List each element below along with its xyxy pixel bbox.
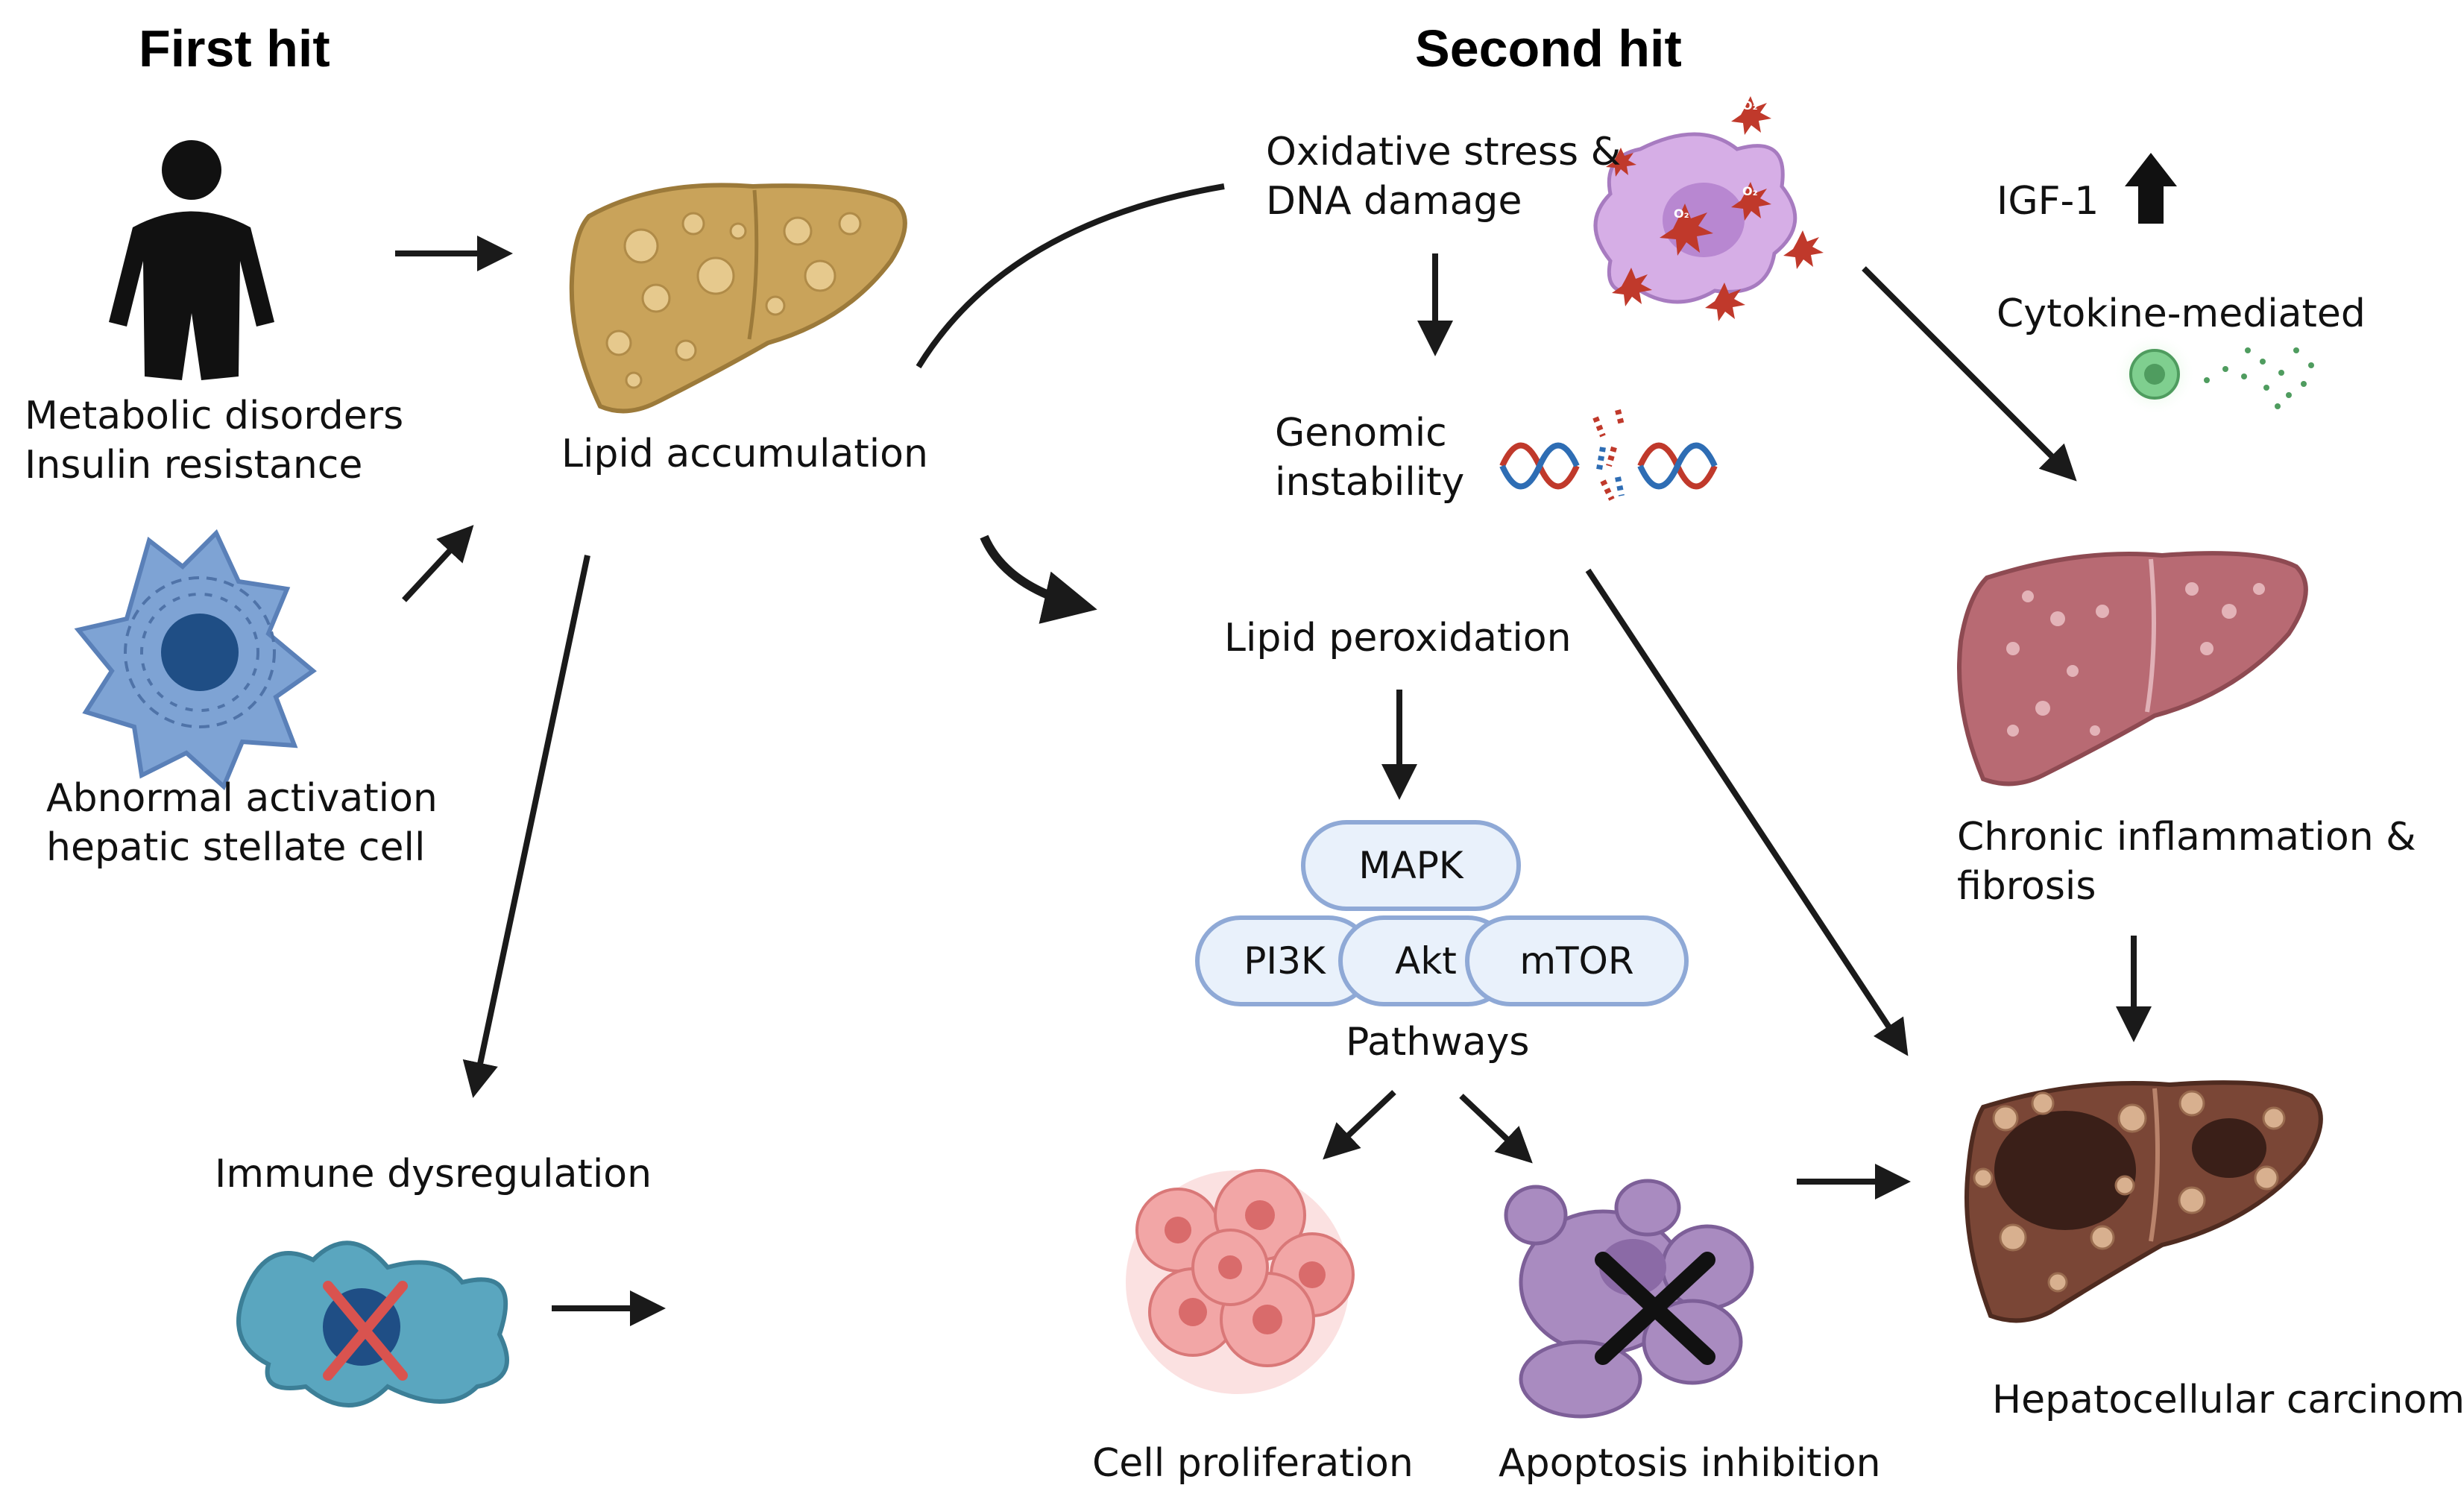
flow-arrows [395,236,2152,1326]
pathways-label: Pathways [1346,1020,1530,1065]
metabolic-label-line2: Insulin resistance [25,443,363,488]
ros-label-1: O₂ [1674,207,1689,221]
arc-lipid-to-oxidative [916,183,1225,369]
cell-proliferation-label: Cell proliferation [1092,1441,1414,1486]
ros-label-3: O₂ [1742,98,1758,113]
stellate-cell-icon [74,529,317,791]
oxidative-label-line2: DNA damage [1266,179,1522,224]
first-hit-heading: First hit [139,19,330,78]
pathway-node-mtor: mTOR [1465,915,1689,1006]
genomic-label-line1: Genomic [1275,411,1447,455]
ros-label-2: O₂ [1742,184,1758,198]
immune-dysregulation-label: Immune dysregulation [215,1152,652,1197]
second-hit-heading: Second hit [1415,19,1682,78]
cancer-liver-icon [1964,1080,2323,1323]
arrow-lipid-to-immune [462,555,590,1098]
lipid-peroxidation-label: Lipid peroxidation [1224,616,1572,661]
arrow-genomic-to-hcc [1585,568,1909,1056]
igf-label: IGF-1 [1997,179,2099,224]
chronic-label-line2: fibrosis [1957,864,2096,909]
dna-icon [1499,409,1718,501]
immune-cell-icon [236,1240,509,1407]
person-icon [109,140,274,380]
chronic-label-line1: Chronic inflammation & [1957,815,2416,860]
cytokine-label: Cytokine-mediated [1997,291,2366,336]
apoptotic-cell-icon [1504,1179,1754,1419]
fibrotic-liver-icon [1957,551,2308,786]
arrow-pathways-to-apoptosis [1459,1094,1533,1164]
arrow-pathways-to-proliferation [1323,1090,1396,1160]
lipid-accumulation-label: Lipid accumulation [561,432,928,476]
apoptosis-inhibition-label: Apoptosis inhibition [1499,1441,1881,1486]
up-arrow-icon [2125,153,2177,224]
oxidative-cell-icon [1593,96,1824,321]
arrow-lipid-to-peroxidation [980,535,1097,624]
arrow-oxidative-to-fibrotic [1862,266,2077,482]
proliferating-cells-icon [1126,1169,1355,1394]
pathway-node-mapk: MAPK [1301,820,1521,911]
hcc-label: Hepatocellular carcinoma [1992,1378,2464,1422]
stellate-label-line1: Abnormal activation [46,776,438,821]
cytokine-cell-icon [2114,333,2314,415]
stellate-label-line2: hepatic stellate cell [46,825,426,870]
genomic-label-line2: instability [1275,460,1465,505]
ros-labels: O₂ O₂ O₂ [1674,98,1758,221]
metabolic-label-line1: Metabolic disorders [25,394,404,438]
arrow-stellate-to-lipid [402,525,474,602]
fatty-liver-icon [569,183,907,414]
oxidative-label-line1: Oxidative stress & [1266,130,1622,174]
